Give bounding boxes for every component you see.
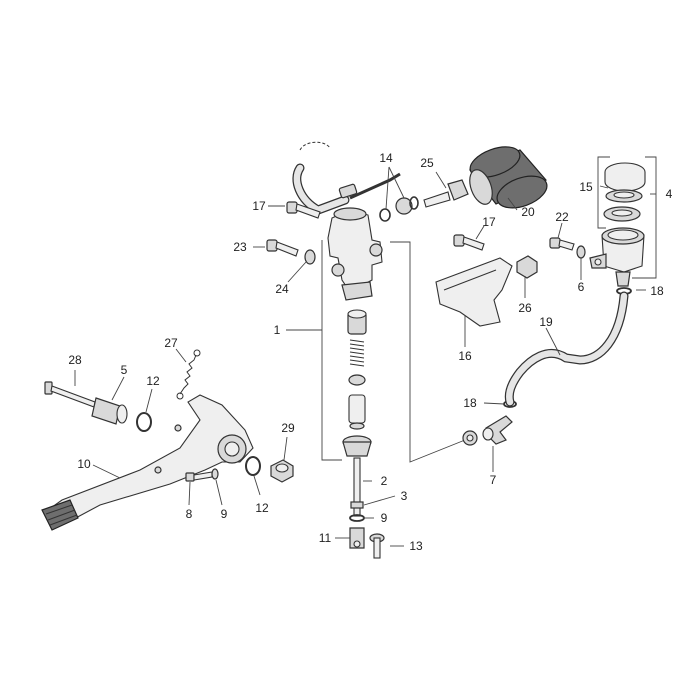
pin-part-13	[369, 533, 385, 559]
o-ring-part-12b	[245, 456, 261, 476]
reservoir-cover-part-20	[469, 146, 548, 209]
washer-part-14c	[409, 196, 419, 210]
callout-24: 24	[275, 282, 289, 296]
callout-15: 15	[579, 180, 593, 194]
callout-2: 2	[381, 474, 388, 488]
callout-8: 8	[186, 507, 193, 521]
callout-9-pedal: 9	[221, 507, 228, 521]
callout-1: 1	[274, 323, 281, 337]
nut-part-3	[350, 501, 364, 509]
callout-17-left: 17	[252, 199, 266, 213]
bushing-part-5	[91, 397, 128, 425]
bolt-part-8	[185, 471, 213, 482]
washer-part-9a	[211, 468, 219, 480]
callout-28: 28	[68, 353, 82, 367]
callout-17-right: 17	[482, 215, 496, 229]
spring-part-27	[176, 349, 201, 400]
callout-6: 6	[578, 280, 585, 294]
callout-10: 10	[77, 457, 91, 471]
callout-13: 13	[409, 539, 423, 553]
elbow-fitting-part-7	[462, 415, 513, 446]
callout-5: 5	[121, 363, 128, 377]
callout-4: 4	[666, 187, 673, 201]
callout-9-rod: 9	[381, 511, 388, 525]
callout-11: 11	[319, 531, 332, 545]
callout-16: 16	[458, 349, 472, 363]
washer-part-9b	[349, 514, 365, 522]
callout-29: 29	[281, 421, 295, 435]
leader-lines	[74, 166, 656, 547]
callout-22: 22	[555, 210, 569, 224]
callout-12-left: 12	[146, 374, 160, 388]
callout-26: 26	[518, 301, 532, 315]
heat-shield-part-16	[435, 257, 513, 327]
callout-14: 14	[379, 151, 393, 165]
callout-27: 27	[164, 336, 178, 350]
callout-7: 7	[490, 473, 497, 487]
callout-25: 25	[420, 156, 434, 170]
callout-23: 23	[233, 240, 247, 254]
bolt-part-17b	[453, 234, 485, 251]
bolt-part-23	[266, 239, 299, 257]
callout-18-lower: 18	[463, 396, 477, 410]
reservoir-cap-part-15	[603, 162, 646, 222]
piston-kit	[342, 309, 372, 457]
master-cylinder-body	[327, 207, 383, 301]
callout-18-upper: 18	[650, 284, 664, 298]
washer-part-6	[576, 245, 586, 259]
callout-19: 19	[539, 315, 553, 329]
reservoir-part-4	[589, 227, 645, 287]
brake-line	[292, 141, 401, 215]
washer-part-14a	[379, 208, 391, 222]
banjo-bolt-part-25	[423, 179, 469, 208]
callouts: 1 2 3 4 5 6 7 8 9 9 10 11 12 12 13 14 15…	[68, 151, 672, 553]
hose-part-19	[504, 291, 629, 407]
clevis-part-11	[349, 527, 365, 549]
washer-part-24	[304, 249, 316, 265]
nut-part-26	[516, 255, 538, 279]
brake-pedal	[41, 394, 254, 531]
bolt-part-28	[44, 381, 96, 408]
bolt-part-22	[549, 237, 575, 251]
nut-part-29	[270, 459, 294, 483]
callout-20: 20	[521, 205, 535, 219]
callout-12-right: 12	[255, 501, 269, 515]
bolt-part-17a	[286, 201, 321, 219]
o-ring-part-12a	[136, 412, 152, 432]
callout-3: 3	[401, 489, 408, 503]
push-rod-part-2	[353, 457, 361, 517]
